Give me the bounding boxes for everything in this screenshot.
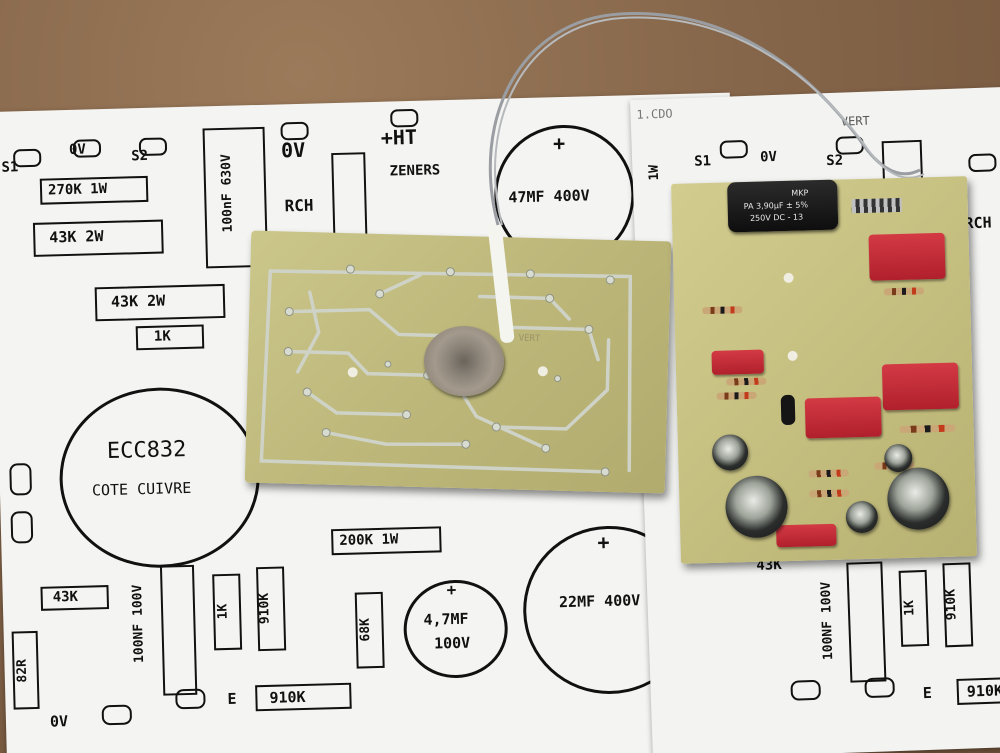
capacitor-4-7mf-label: 4,7MF bbox=[423, 609, 469, 629]
mounting-hole-icon-3 bbox=[783, 272, 794, 284]
pad-icon-side-1 bbox=[9, 463, 33, 496]
right-pin-s2: S2 bbox=[825, 152, 844, 170]
electrolytic-capacitor-3 bbox=[886, 466, 951, 531]
resistor-1 bbox=[702, 306, 743, 315]
red-capacitor-5 bbox=[776, 523, 837, 548]
tube-ecc832-name: ECC832 bbox=[106, 436, 187, 465]
corner-note: 1.CDO bbox=[636, 106, 673, 122]
tube-ecc832-circle bbox=[57, 385, 262, 571]
capacitor-22mf-plus: + bbox=[597, 529, 610, 555]
pad-icon-0v-bottom bbox=[101, 704, 133, 726]
capacitor-4-7mf-voltage: 100V bbox=[433, 633, 471, 653]
resistor-43k-2w-a-label: 43K 2W bbox=[49, 227, 104, 247]
resistor-1k-h-label: 1K bbox=[153, 328, 172, 345]
right-res-910k-h-label: 910K bbox=[966, 681, 1000, 701]
right-pad-icon-1 bbox=[790, 679, 822, 701]
mkp-cap-line2: PA 3,90µF ± 5% bbox=[743, 200, 809, 212]
mkp-cap-line1: MKP bbox=[791, 188, 809, 198]
right-pad-icon-top-2 bbox=[835, 135, 865, 155]
resistor-43k-label: 43K bbox=[52, 588, 79, 606]
right-pin-s1: S1 bbox=[693, 153, 712, 170]
right-side-1w: 1W bbox=[646, 164, 663, 181]
pcb-component-side: MKP PA 3,90µF ± 5% 250V DC - 13 bbox=[671, 176, 977, 564]
red-capacitor-1 bbox=[868, 232, 946, 281]
resistor-3 bbox=[716, 391, 757, 400]
right-cap-100nf-box bbox=[846, 561, 887, 683]
right-pad-icon-top-3 bbox=[968, 153, 997, 173]
capacitor-100nf-630v-label: 100nF 630V bbox=[218, 153, 236, 233]
mkp-capacitor: MKP PA 3,90µF ± 5% 250V DC - 13 bbox=[727, 179, 839, 233]
red-capacitor-2 bbox=[711, 349, 765, 375]
resistor-4 bbox=[726, 377, 767, 386]
right-pad-icon-top-1 bbox=[719, 139, 749, 159]
pad-icon-0v bbox=[72, 139, 102, 158]
pin-label-0v-large: 0V bbox=[280, 137, 306, 163]
pad-icon-s1 bbox=[12, 148, 42, 168]
tube-side-label: COTE CUIVRE bbox=[91, 478, 192, 500]
capacitor-47mf-label: 47MF 400V bbox=[508, 186, 590, 207]
pad-icon-0v-large bbox=[280, 121, 309, 141]
resistor-43k-2w-b-label: 43K 2W bbox=[110, 291, 166, 311]
pad-icon-side-2 bbox=[10, 511, 34, 544]
right-pad-icon-2 bbox=[864, 677, 896, 699]
electrolytic-capacitor-1 bbox=[711, 434, 749, 471]
resistor-1k-v-label: 1K bbox=[215, 603, 231, 620]
capacitor-100nf-100v-label: 100NF 100V bbox=[130, 584, 148, 664]
mkp-cap-line3: 250V DC - 13 bbox=[749, 212, 804, 223]
capacitor-4-7mf-plus: + bbox=[446, 579, 457, 600]
transistor-icon bbox=[780, 394, 796, 426]
resistor-200k-label: 200K 1W bbox=[339, 531, 399, 549]
pad-icon-ht bbox=[390, 108, 419, 128]
right-res-1k-label: 1K bbox=[901, 599, 918, 617]
resistor-6 bbox=[808, 469, 849, 478]
red-capacitor-3 bbox=[881, 362, 960, 411]
pad-icon-e bbox=[175, 688, 206, 710]
resistor-68k-label: 68K bbox=[357, 617, 374, 642]
resistor-82r-label: 82R bbox=[14, 658, 31, 683]
pin-label-plus-ht: +HT bbox=[380, 124, 418, 150]
capacitor-47mf-plus: + bbox=[552, 130, 566, 156]
corner-note-2: VERT bbox=[840, 113, 871, 129]
resistor-910k-h-label: 910K bbox=[269, 687, 306, 707]
right-cap-100nf-label: 100NF 100V bbox=[818, 581, 837, 661]
zeners-label: ZENERS bbox=[389, 162, 441, 180]
pcb-copper-side: VERT bbox=[244, 222, 672, 494]
resistor-5 bbox=[899, 424, 956, 434]
electrolytic-capacitor-4 bbox=[845, 500, 879, 534]
resistor-7 bbox=[809, 489, 850, 498]
red-capacitor-4 bbox=[804, 396, 882, 439]
capacitor-22mf-label: 22MF 400V bbox=[558, 591, 641, 612]
pin-label-0v-bottom: 0V bbox=[49, 712, 69, 731]
pin-header bbox=[851, 197, 902, 214]
resistor-910k-v-label: 910K bbox=[256, 592, 273, 625]
right-pin-0v: 0V bbox=[759, 148, 778, 166]
resistor-2 bbox=[883, 287, 925, 296]
resistor-270k-label: 270K 1W bbox=[47, 180, 108, 199]
pin-label-e: E bbox=[227, 689, 237, 708]
right-res-910k-label: 910K bbox=[943, 588, 960, 621]
capacitor-100nf-100v-outline bbox=[159, 564, 198, 696]
pcb-traces bbox=[259, 264, 633, 477]
mounting-hole-icon-4 bbox=[787, 350, 798, 361]
pad-icon-s2 bbox=[138, 137, 168, 157]
rch-label: RCH bbox=[284, 195, 314, 216]
right-pin-e: E bbox=[922, 683, 933, 703]
pcb-silk-text: VERT bbox=[518, 333, 541, 345]
